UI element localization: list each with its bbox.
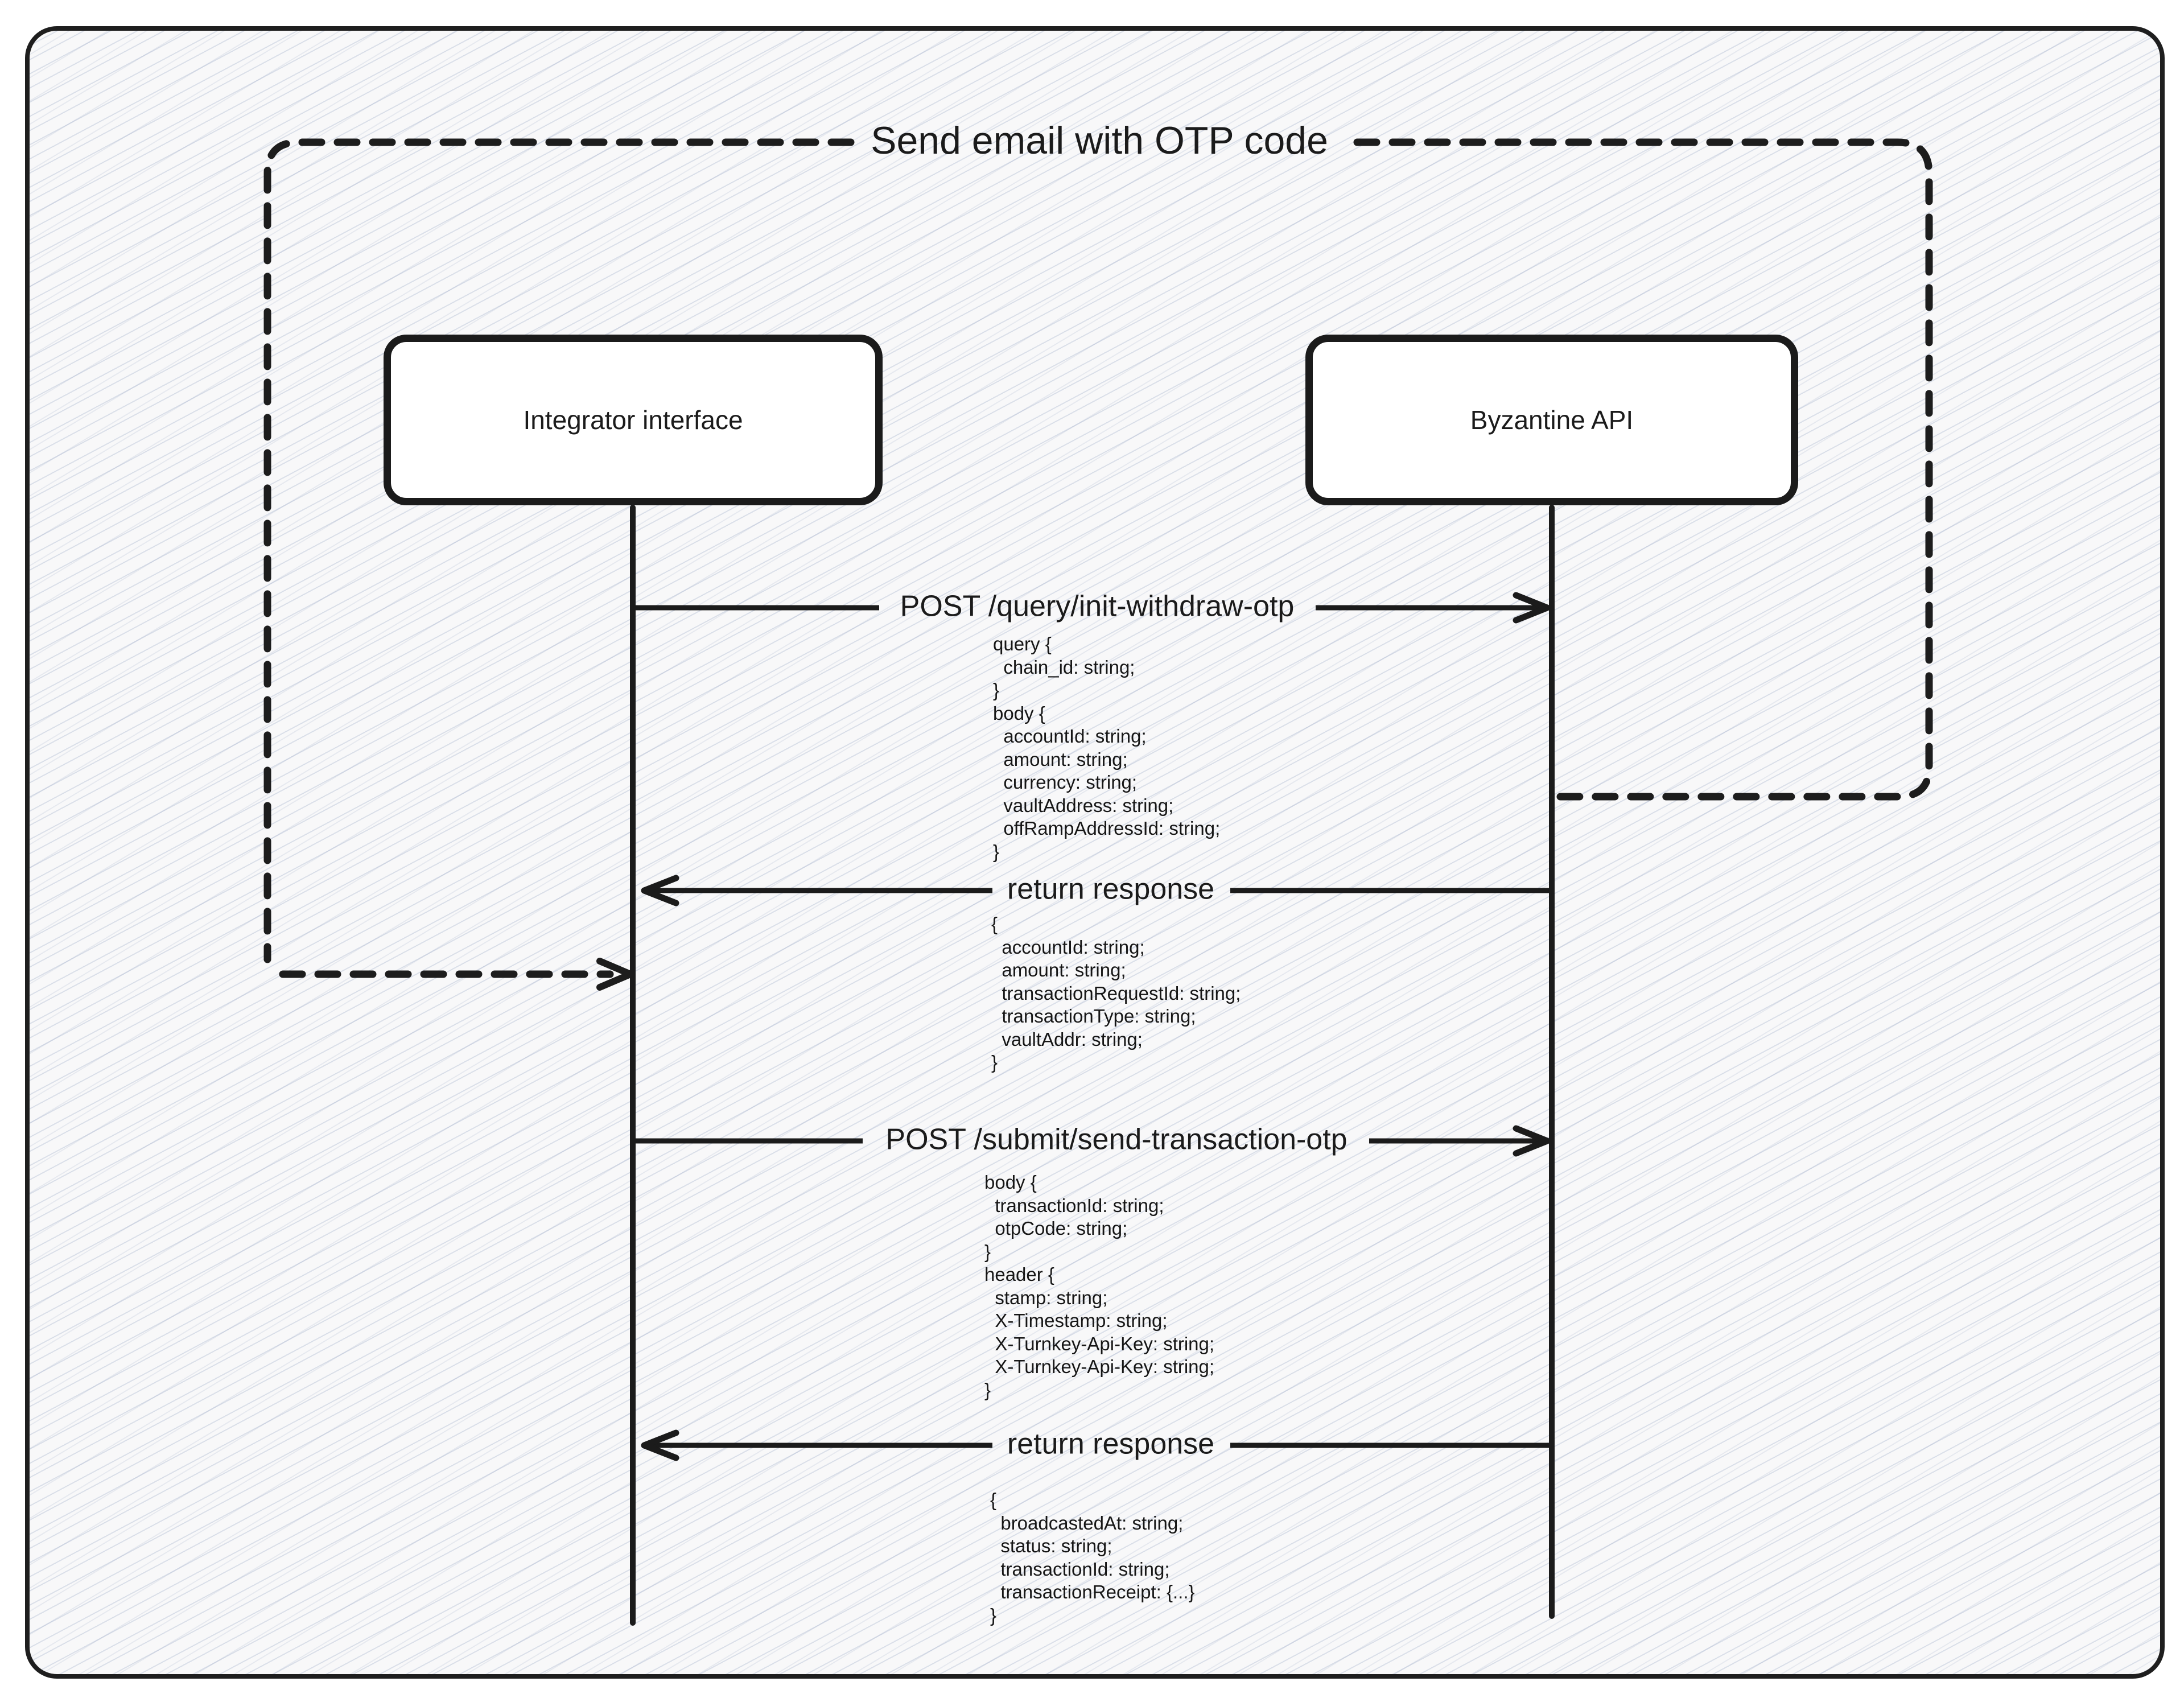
message-2-label: return response — [1007, 872, 1215, 906]
actor-byzantine-label: Byzantine API — [1470, 405, 1634, 435]
message-1-label: POST /query/init-withdraw-otp — [900, 590, 1295, 623]
message-4-label: return response — [1007, 1427, 1215, 1461]
arrowhead-right-icon — [1513, 592, 1551, 624]
actor-byzantine: Byzantine API — [1305, 335, 1798, 505]
arrowhead-left-icon — [641, 875, 679, 906]
diagram-sheet — [25, 26, 2165, 1679]
message-2-payload: { accountId: string; amount: string; tra… — [991, 913, 1241, 1073]
arrowhead-left-icon — [641, 1429, 679, 1461]
message-2-arrow — [641, 875, 1552, 906]
group-dashed-border-left — [263, 138, 855, 963]
message-1-arrow — [633, 592, 1551, 624]
arrowhead-right-icon — [1513, 1125, 1551, 1157]
actor-integrator-label: Integrator interface — [523, 405, 743, 435]
message-1-payload: query { chain_id: string; } body { accou… — [993, 633, 1221, 862]
group-label: Send email with OTP code — [871, 118, 1328, 162]
message-3-arrow — [633, 1125, 1551, 1157]
actor-integrator: Integrator interface — [384, 335, 883, 505]
message-4-arrow — [641, 1429, 1552, 1461]
message-3-payload: body { transactionId: string; otpCode: s… — [984, 1172, 1215, 1400]
message-4-payload: { broadcastedAt: string; status: string;… — [990, 1489, 1195, 1626]
group-dashed-border-right — [1353, 138, 1933, 801]
message-3-label: POST /submit/send-transaction-otp — [885, 1123, 1348, 1156]
